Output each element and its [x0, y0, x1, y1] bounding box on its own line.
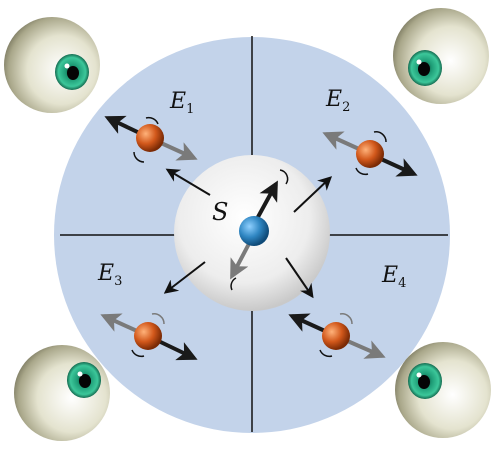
system-label: S: [212, 198, 228, 226]
flow-arrow-e2: [293, 176, 333, 213]
environment-particle-1: [104, 115, 198, 163]
system-particle: [230, 169, 289, 291]
eye-icon: [4, 17, 100, 113]
eye-icon: [14, 345, 110, 441]
environment-label-3: E3: [97, 261, 122, 289]
environment-particle-4: [288, 313, 386, 359]
environment-label-1: E1: [169, 89, 194, 117]
flow-arrow-e3: [163, 261, 206, 294]
flow-arrow-e1: [165, 168, 211, 196]
environment-label-4: E4: [381, 263, 406, 291]
environment-particle-2: [322, 131, 418, 177]
eye-icon: [395, 342, 491, 438]
eye-icon: [393, 8, 489, 104]
flow-arrow-e4: [285, 257, 314, 299]
environment-particle-3: [100, 313, 198, 361]
environment-label-2: E2: [325, 87, 350, 115]
